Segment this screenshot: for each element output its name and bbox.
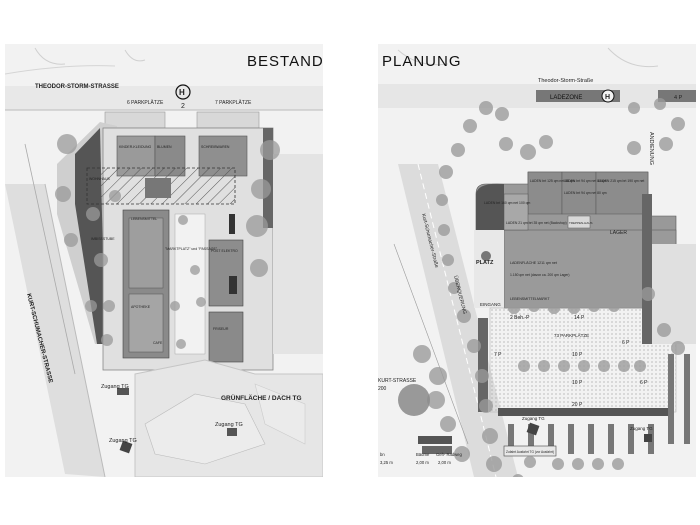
- garage-access-note: Zufahrt Ausfahrt TG (vor Ausfahrt): [506, 450, 554, 454]
- parking-label-6p-b: 6 P: [640, 380, 648, 386]
- shop-label-4: LADEN brt 94 qm net 80 qm: [564, 191, 607, 195]
- legend-lane: bn: [380, 452, 385, 457]
- parking-label-left: 6 PARKPLÄTZE: [127, 99, 164, 106]
- delivery-label: ANDIENUNG: [648, 132, 654, 165]
- shop-label-1: LADEN brt 160 qm net 100 qm: [484, 201, 531, 205]
- grocery-label: LEBENSMITTELMARKT: [510, 297, 550, 301]
- entrance-label: EINGANG: [480, 302, 501, 307]
- existing-site-plan: BESTAND THEODOR-STORM-STRASSE H 2 6 PARK…: [5, 44, 323, 477]
- label-lebensmittel: LEBENSMITTEL: [131, 217, 157, 221]
- bus-stop-icon-planned: H: [605, 94, 610, 101]
- shop-label-3: LADEN brt 94 qm net 80 qm: [564, 179, 607, 183]
- label-blumen: BLUMEN: [157, 145, 172, 149]
- storage-label: LAGER: [610, 230, 627, 236]
- green-roof-label: GRÜNFLÄCHE / DACH TG: [221, 393, 302, 402]
- parking-label-10p-b: 10 P: [572, 380, 583, 386]
- shop-label-2: LADEN brt 125 qm net 85 qm: [530, 179, 575, 183]
- legend-path-width: 2,00 m: [438, 460, 451, 465]
- parking-label-10p-a: 10 P: [572, 352, 583, 358]
- planned-plan-drawing: PLANUNG Theodor-Storm-Straße LADEZONE H …: [378, 47, 696, 477]
- shop-label-5: LADEN 215 qm brt 190 qm net: [598, 179, 644, 183]
- legend-trees-width: 2,00 m: [416, 460, 429, 465]
- shop-label-6: LADEN 21 qm brt 35 qm net (Backshop): [506, 221, 567, 225]
- label-wohnhaus: WOHNHAUS: [89, 177, 110, 181]
- street-label-top-planned: Theodor-Storm-Straße: [538, 78, 593, 84]
- parking-label-4p: 4 P: [674, 95, 683, 101]
- legend-path: Geh- Radweg: [436, 452, 463, 457]
- parking-label-20p: 20 P: [572, 402, 583, 408]
- legend-trees: Bäume: [416, 452, 430, 457]
- label-post: POST ELEKTRO: [211, 249, 238, 253]
- bus-stop-icon: H: [179, 88, 185, 97]
- label-imbiss: IMBISSSTUBE: [91, 237, 115, 241]
- parking-label-7p: 7 P: [494, 352, 502, 358]
- platz-label: PLATZ: [476, 260, 494, 266]
- access-label-planned-1: Zugang TG: [522, 416, 545, 421]
- planned-site-plan: PLANUNG Theodor-Storm-Straße LADEZONE H …: [378, 44, 696, 477]
- access-label-3: Zugang TG: [109, 438, 137, 444]
- label-kinderkleidung: KINDER-KLEIDUNG: [119, 145, 152, 149]
- parking-label-6p-a: 6 P: [622, 340, 630, 346]
- stairwell-label: TREPPEN-HAUS: [569, 221, 593, 225]
- existing-heading: BESTAND: [247, 53, 323, 70]
- retail-area-detail: 1.150 qm net (davon ca. 200 qm Lager): [510, 273, 570, 277]
- existing-plan-drawing: BESTAND THEODOR-STORM-STRASSE H 2 6 PARK…: [5, 47, 323, 477]
- access-label-planned-2: Zugang TG: [630, 426, 653, 431]
- label-apotheke: APOTHEKE: [131, 305, 151, 309]
- legend-lane-width: 3,25 m: [380, 460, 393, 465]
- access-label-1: Zugang TG: [101, 384, 129, 390]
- planned-heading: PLANUNG: [382, 53, 462, 70]
- street-number-left: 200: [378, 386, 387, 392]
- access-label-2: Zugang TG: [215, 422, 243, 428]
- label-marktplatz: "MARKTPLATZ" und "PASSAGE": [165, 247, 218, 251]
- parking-label-total: 73 PARKPLÄTZE: [554, 332, 589, 338]
- bus-stop-number: 2: [181, 103, 185, 110]
- loading-zone-label: LADEZONE: [550, 95, 582, 101]
- label-friseur: FRISEUR: [213, 327, 229, 331]
- retail-area-label: LADENFLÄCHE 1211 qm net: [510, 261, 557, 265]
- parking-label-14p: 14 P: [574, 315, 585, 321]
- parking-label-right: 7 PARKPLÄTZE: [215, 99, 252, 106]
- label-cafe: CAFE: [153, 341, 163, 345]
- label-schreibwaren: SCHREIBWAREN: [201, 145, 230, 149]
- street-label-top: THEODOR-STORM-STRASSE: [35, 84, 119, 90]
- street-label-left-planned: KURT-STRASSE: [378, 378, 417, 384]
- parking-label-disabled: 2 Beh.-P: [510, 315, 530, 321]
